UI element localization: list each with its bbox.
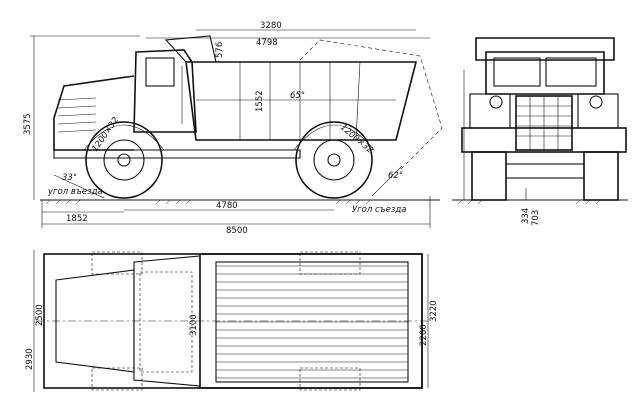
dim-2500: 2500: [35, 304, 45, 326]
front-wheel-left: [471, 151, 507, 201]
cab-window: [145, 57, 175, 87]
dim-overall-top: 4798: [256, 38, 278, 48]
dim-overall-length: 8500: [226, 226, 248, 236]
side-ground-hatch: [45, 199, 371, 205]
top-rear-wheel-right: [299, 367, 361, 391]
dim-2200: 2200: [419, 324, 429, 346]
front-window-left: [493, 57, 541, 87]
cab: [133, 49, 197, 133]
dim-703: 703: [531, 210, 541, 226]
raised-body-outline: [299, 39, 443, 171]
angle-dump: 65°: [290, 91, 305, 101]
dim-3220: 3220: [429, 300, 439, 322]
top-cab-roof: [139, 271, 193, 373]
side-view: 3575 3280 4798 576 1552 65° 33° 62° 1200…: [23, 21, 443, 236]
dim-3100: 3100: [189, 314, 199, 336]
front-window-right: [545, 57, 597, 87]
headlight-left: [489, 95, 503, 109]
top-rear-wheel-left: [299, 251, 361, 275]
dim-2930: 2930: [25, 348, 35, 370]
angle-departure: 62°: [388, 171, 403, 181]
front-axle: [505, 163, 585, 179]
dim-front-overhang: 1852: [66, 214, 88, 224]
dim-body-length-top: 3280: [260, 21, 282, 31]
top-hood: [55, 269, 135, 373]
top-body-floor: [215, 261, 409, 383]
front-view: 334 703: [452, 37, 628, 226]
dim-1552: 1552: [255, 90, 265, 112]
top-body-slats: [216, 265, 408, 379]
top-front-wheel-left: [91, 251, 143, 275]
top-view: 2930 2500 3100 2200 3220: [25, 250, 439, 392]
departure-angle-line: [371, 165, 403, 197]
label-departure: Угол съезда: [352, 205, 407, 215]
dim-height: 3575: [23, 113, 33, 135]
front-radiator-grid: [516, 96, 572, 150]
front-wheel-right: [583, 151, 619, 201]
top-front-wheel-right: [91, 367, 143, 391]
grille: [57, 97, 97, 133]
dump-body: [185, 61, 418, 141]
chassis-frame: [53, 149, 301, 159]
angle-approach: 33°: [62, 173, 77, 183]
front-fender-left: [469, 93, 511, 129]
label-approach: угол въезда: [47, 187, 103, 197]
dim-clearance: 334: [521, 208, 531, 224]
dim-576: 576: [215, 42, 225, 58]
dump-body-ribs: [196, 61, 396, 141]
approach-angle-line: [53, 174, 105, 199]
rear-wheel: [293, 121, 375, 199]
front-fender-right: [577, 93, 619, 129]
dim-wheelbase: 4780: [216, 201, 238, 211]
headlight-right: [589, 95, 603, 109]
front-body-top: [475, 37, 615, 61]
front-wheel: [83, 121, 165, 199]
front-bumper: [461, 127, 627, 153]
